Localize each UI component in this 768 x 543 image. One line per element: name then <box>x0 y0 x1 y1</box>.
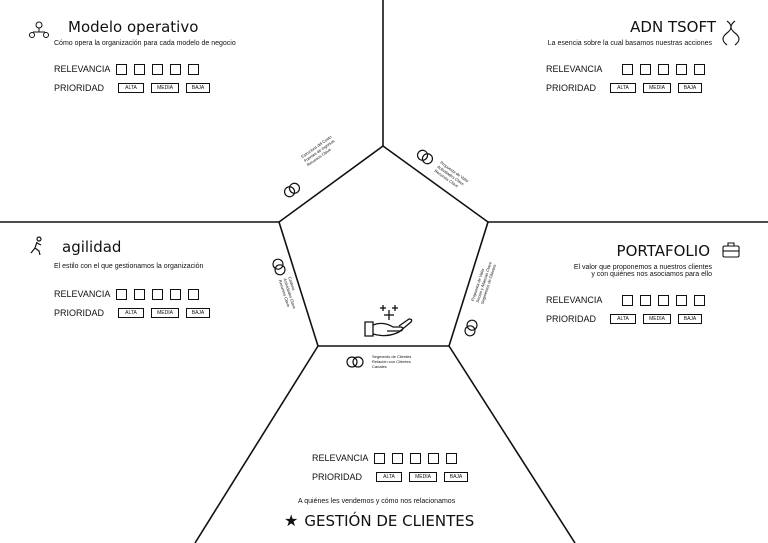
relevancia-checkbox-5[interactable] <box>694 294 706 306</box>
relevancia-checkbox-1[interactable] <box>116 63 128 75</box>
prioridad-label: PRIORIDAD <box>54 83 105 93</box>
center-pentagon <box>278 145 489 347</box>
hand-sparkle-icon <box>364 305 413 337</box>
relevancia-row: RELEVANCIA <box>54 62 217 76</box>
divider-bottom-right <box>448 345 576 543</box>
relevancia-checkbox-4[interactable] <box>170 63 182 75</box>
relevancia-label: RELEVANCIA <box>54 289 111 299</box>
relevancia-checkbox-5[interactable] <box>188 288 200 300</box>
prioridad-media-button[interactable]: MEDIA <box>409 472 438 482</box>
prioridad-row: PRIORIDAD ALTA MEDIA BAJA <box>312 470 475 484</box>
agilidad-subtitle: El estilo con el que gestionamos la orga… <box>54 263 204 270</box>
prioridad-baja-button[interactable]: BAJA <box>678 314 703 324</box>
prioridad-alta-button[interactable]: ALTA <box>376 472 403 482</box>
link-icon-clientes <box>346 356 364 368</box>
relevancia-row: RELEVANCIA <box>312 451 475 465</box>
relevancia-label: RELEVANCIA <box>54 64 111 74</box>
prioridad-baja-button[interactable]: BAJA <box>186 83 211 93</box>
link-icon-portafolio <box>464 319 478 337</box>
prioridad-label: PRIORIDAD <box>546 314 597 324</box>
relevancia-checkbox-5[interactable] <box>446 452 458 464</box>
portafolio-subtitle: El valor que proponemos a nuestros clien… <box>574 264 712 278</box>
prioridad-alta-button[interactable]: ALTA <box>118 308 145 318</box>
prioridad-label: PRIORIDAD <box>312 472 363 482</box>
prioridad-alta-button[interactable]: ALTA <box>610 83 637 93</box>
relevancia-checkbox-4[interactable] <box>428 452 440 464</box>
relevancia-checkbox-1[interactable] <box>374 452 386 464</box>
relevancia-row: RELEVANCIA <box>546 62 712 76</box>
link-icon-modelo <box>283 182 301 198</box>
network-gear-icon <box>29 21 49 38</box>
prioridad-alta-button[interactable]: ALTA <box>610 314 637 324</box>
agilidad-title: agilidad <box>62 238 122 256</box>
dna-icon <box>722 20 740 46</box>
relevancia-checkbox-5[interactable] <box>694 63 706 75</box>
links-clientes: Segmento de Clientes Relación con Client… <box>372 354 411 369</box>
runner-icon <box>30 236 42 256</box>
clientes-subtitle: A quiénes les vendemos y cómo nos relaci… <box>298 498 456 505</box>
briefcase-icon <box>722 242 740 258</box>
relevancia-checkbox-4[interactable] <box>676 294 688 306</box>
relevancia-checkbox-4[interactable] <box>676 63 688 75</box>
adn-subtitle: La esencia sobre la cual basamos nuestra… <box>547 40 712 47</box>
link-icon-agilidad <box>272 258 286 276</box>
relevancia-checkbox-5[interactable] <box>188 63 200 75</box>
relevancia-label: RELEVANCIA <box>546 64 603 74</box>
adn-title: ADN TSOFT <box>630 18 716 36</box>
prioridad-row: PRIORIDAD ALTA MEDIA BAJA <box>54 306 217 320</box>
portafolio-subtitle-line2: y con quiénes nos asociamos para ello <box>591 271 712 278</box>
prioridad-media-button[interactable]: MEDIA <box>643 314 672 324</box>
relevancia-checkbox-2[interactable] <box>134 288 146 300</box>
relevancia-checkbox-1[interactable] <box>116 288 128 300</box>
modelo-subtitle: Cómo opera la organización para cada mod… <box>54 40 236 47</box>
prioridad-media-button[interactable]: MEDIA <box>643 83 672 93</box>
prioridad-row: PRIORIDAD ALTA MEDIA BAJA <box>546 81 712 95</box>
relevancia-checkbox-3[interactable] <box>658 294 670 306</box>
adn-rating: RELEVANCIA PRIORIDAD ALTA MEDIA BAJA <box>546 62 712 95</box>
relevancia-label: RELEVANCIA <box>546 295 603 305</box>
relevancia-checkbox-3[interactable] <box>410 452 422 464</box>
prioridad-media-button[interactable]: MEDIA <box>151 83 180 93</box>
link-item: Relación con Clientes <box>372 359 411 364</box>
divider-bottom-left <box>194 345 319 543</box>
relevancia-checkbox-2[interactable] <box>134 63 146 75</box>
relevancia-checkbox-3[interactable] <box>152 288 164 300</box>
portafolio-title: PORTAFOLIO <box>616 242 710 260</box>
modelo-rating: RELEVANCIA PRIORIDAD ALTA MEDIA BAJA <box>54 62 217 95</box>
relevancia-row: RELEVANCIA <box>54 287 217 301</box>
link-item: Canales <box>372 364 387 369</box>
relevancia-checkbox-2[interactable] <box>640 294 652 306</box>
prioridad-baja-button[interactable]: BAJA <box>444 472 469 482</box>
prioridad-baja-button[interactable]: BAJA <box>678 83 703 93</box>
portafolio-subtitle-line1: El valor que proponemos a nuestros clien… <box>573 264 712 271</box>
relevancia-row: RELEVANCIA <box>546 293 712 307</box>
relevancia-label: RELEVANCIA <box>312 453 369 463</box>
prioridad-media-button[interactable]: MEDIA <box>151 308 180 318</box>
clientes-heading: ★ GESTIÓN DE CLIENTES <box>284 511 475 531</box>
link-icon-adn <box>416 149 434 165</box>
modelo-title: Modelo operativo <box>68 18 199 36</box>
prioridad-label: PRIORIDAD <box>546 83 597 93</box>
relevancia-checkbox-2[interactable] <box>392 452 404 464</box>
clientes-title: GESTIÓN DE CLIENTES <box>304 512 475 530</box>
prioridad-alta-button[interactable]: ALTA <box>118 83 145 93</box>
prioridad-row: PRIORIDAD ALTA MEDIA BAJA <box>54 81 217 95</box>
relevancia-checkbox-4[interactable] <box>170 288 182 300</box>
star-badge-icon: ★ <box>284 511 299 530</box>
portafolio-rating: RELEVANCIA PRIORIDAD ALTA MEDIA BAJA <box>546 293 712 326</box>
agilidad-rating: RELEVANCIA PRIORIDAD ALTA MEDIA BAJA <box>54 287 217 320</box>
relevancia-checkbox-1[interactable] <box>622 294 634 306</box>
prioridad-row: PRIORIDAD ALTA MEDIA BAJA <box>546 312 712 326</box>
relevancia-checkbox-1[interactable] <box>622 63 634 75</box>
clientes-rating: RELEVANCIA PRIORIDAD ALTA MEDIA BAJA <box>312 451 475 484</box>
prioridad-label: PRIORIDAD <box>54 308 105 318</box>
relevancia-checkbox-2[interactable] <box>640 63 652 75</box>
prioridad-baja-button[interactable]: BAJA <box>186 308 211 318</box>
relevancia-checkbox-3[interactable] <box>152 63 164 75</box>
relevancia-checkbox-3[interactable] <box>658 63 670 75</box>
link-item: Segmento de Clientes <box>372 354 412 359</box>
